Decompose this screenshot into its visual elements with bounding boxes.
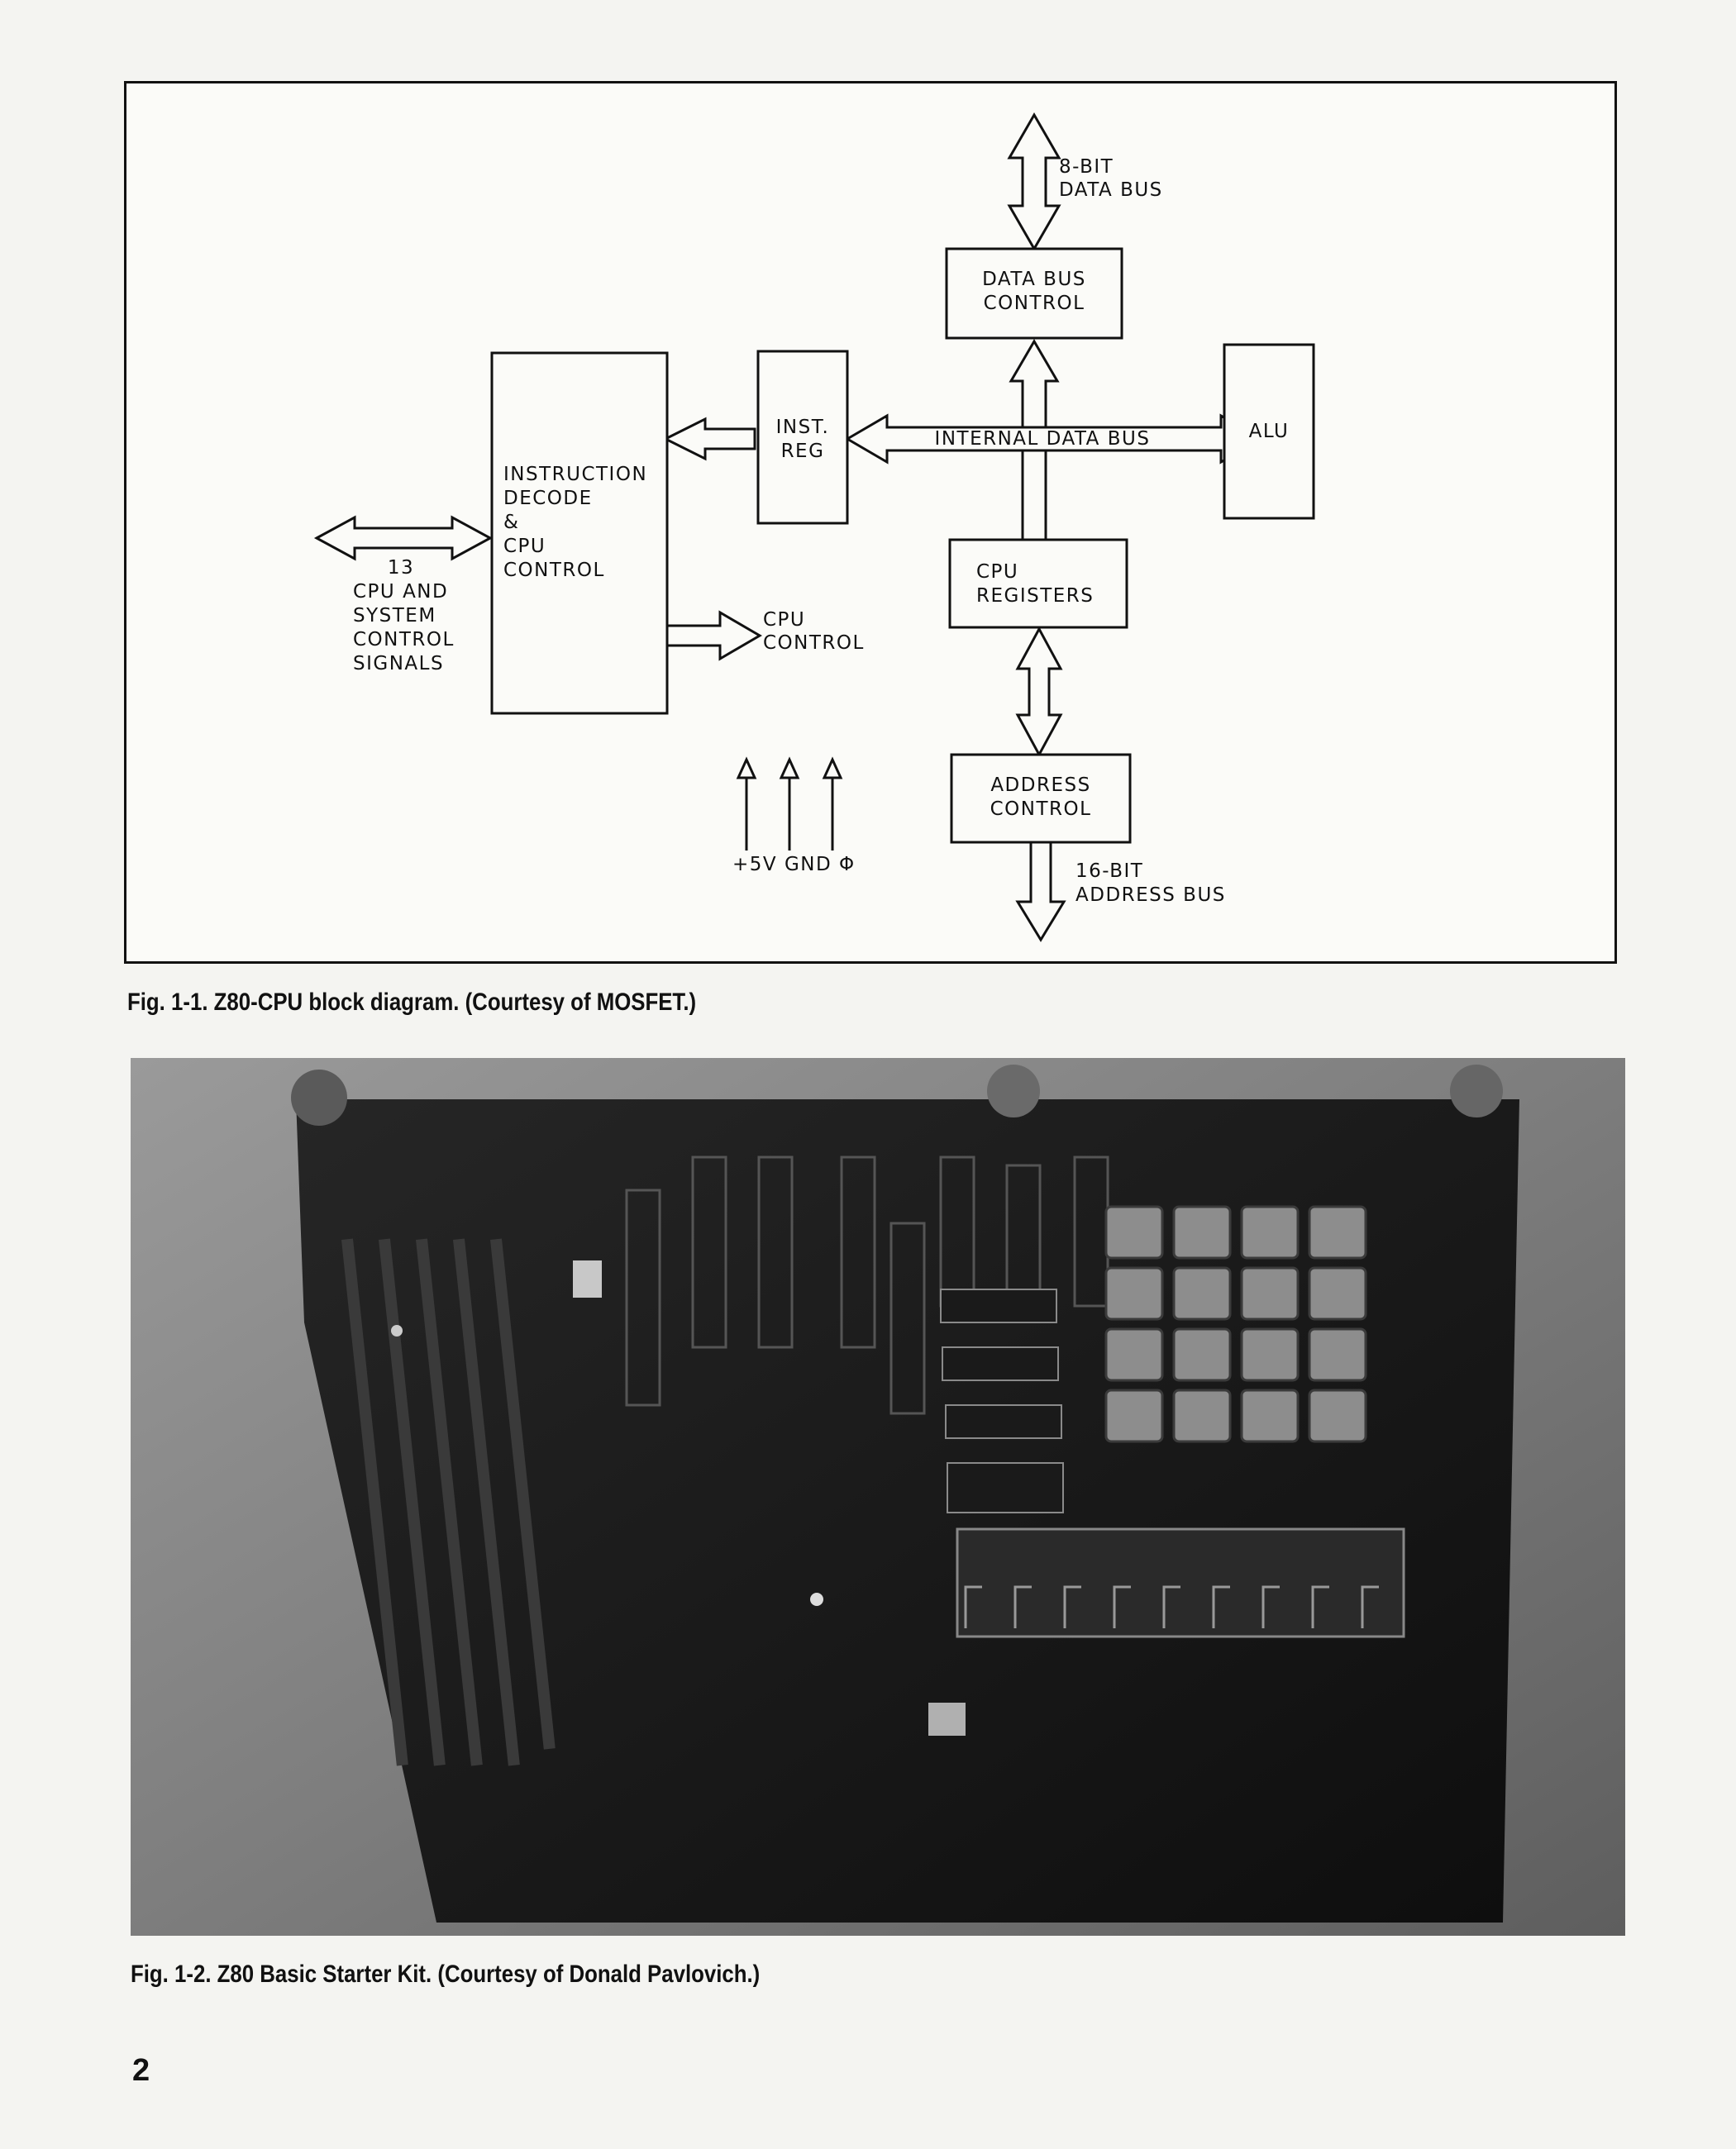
instruction-decode-line1: INSTRUCTION [503,464,647,485]
page-number: 2 [132,2053,150,2088]
alu-label: ALU [1249,421,1290,442]
address-control-line2: CONTROL [990,798,1092,820]
control-signals-line3: SYSTEM [353,605,436,627]
address-bus-arrow [1015,839,1066,942]
cpu-control-out-line1: CPU [763,609,805,631]
internal-data-bus-label: INTERNAL DATA BUS [935,428,1151,450]
control-signals-arrow [313,515,494,561]
data-bus-control-box [945,247,1123,340]
cpu-registers-box [948,538,1128,629]
address-control-box [950,753,1132,844]
instruction-decode-line2: DECODE [503,488,593,509]
circuit-board-illustration [131,1058,1625,1936]
instruction-decode-line4: CPU [503,536,546,557]
control-signals-line5: SIGNALS [353,653,444,674]
keypad [1104,1205,1367,1443]
address-control-line1: ADDRESS [990,774,1090,796]
figure-2-caption: Fig. 1-2. Z80 Basic Starter Kit. (Courte… [131,1961,761,1988]
cpu-registers-line2: REGISTERS [976,585,1094,607]
inst-reg-box [756,350,849,525]
inst-reg-line1: INST. [776,417,830,438]
z80-block-diagram: 8-BIT DATA BUS DATA BUS CONTROL INST. RE… [313,112,1315,942]
inst-reg-to-decode-arrow [662,417,756,461]
instruction-decode-line3: & [503,512,519,533]
control-signals-line1: 13 [388,557,414,579]
instruction-decode-box [490,351,669,715]
address-bus-label-line1: 16-BIT [1075,860,1143,882]
inst-reg-line2: REG [781,441,825,462]
cpu-registers-line1: CPU [976,561,1018,583]
data-bus-label-line2: DATA BUS [1059,179,1163,201]
power-pin-arrows [736,756,843,779]
instruction-decode-line5: CONTROL [503,560,605,581]
cpu-control-out-line2: CONTROL [763,632,865,654]
registers-address-arrow [1015,626,1063,758]
control-signals-line4: CONTROL [353,629,455,650]
alu-box [1223,343,1315,520]
power-pins-label: +5V GND Φ [732,854,856,875]
data-bus-arrow [1007,112,1061,252]
figure-1-caption: Fig. 1-1. Z80-CPU block diagram. (Courte… [127,989,697,1016]
data-bus-label-line1: 8-BIT [1059,156,1114,178]
cpu-control-out-arrow [665,610,762,661]
data-bus-control-line2: CONTROL [984,293,1085,314]
block-diagram-frame: 8-BIT DATA BUS DATA BUS CONTROL INST. RE… [124,81,1617,964]
address-bus-label-line2: ADDRESS BUS [1075,884,1226,906]
starter-kit-photo [131,1058,1625,1936]
control-signals-line2: CPU AND [353,581,448,603]
data-bus-control-line1: DATA BUS [982,269,1086,290]
